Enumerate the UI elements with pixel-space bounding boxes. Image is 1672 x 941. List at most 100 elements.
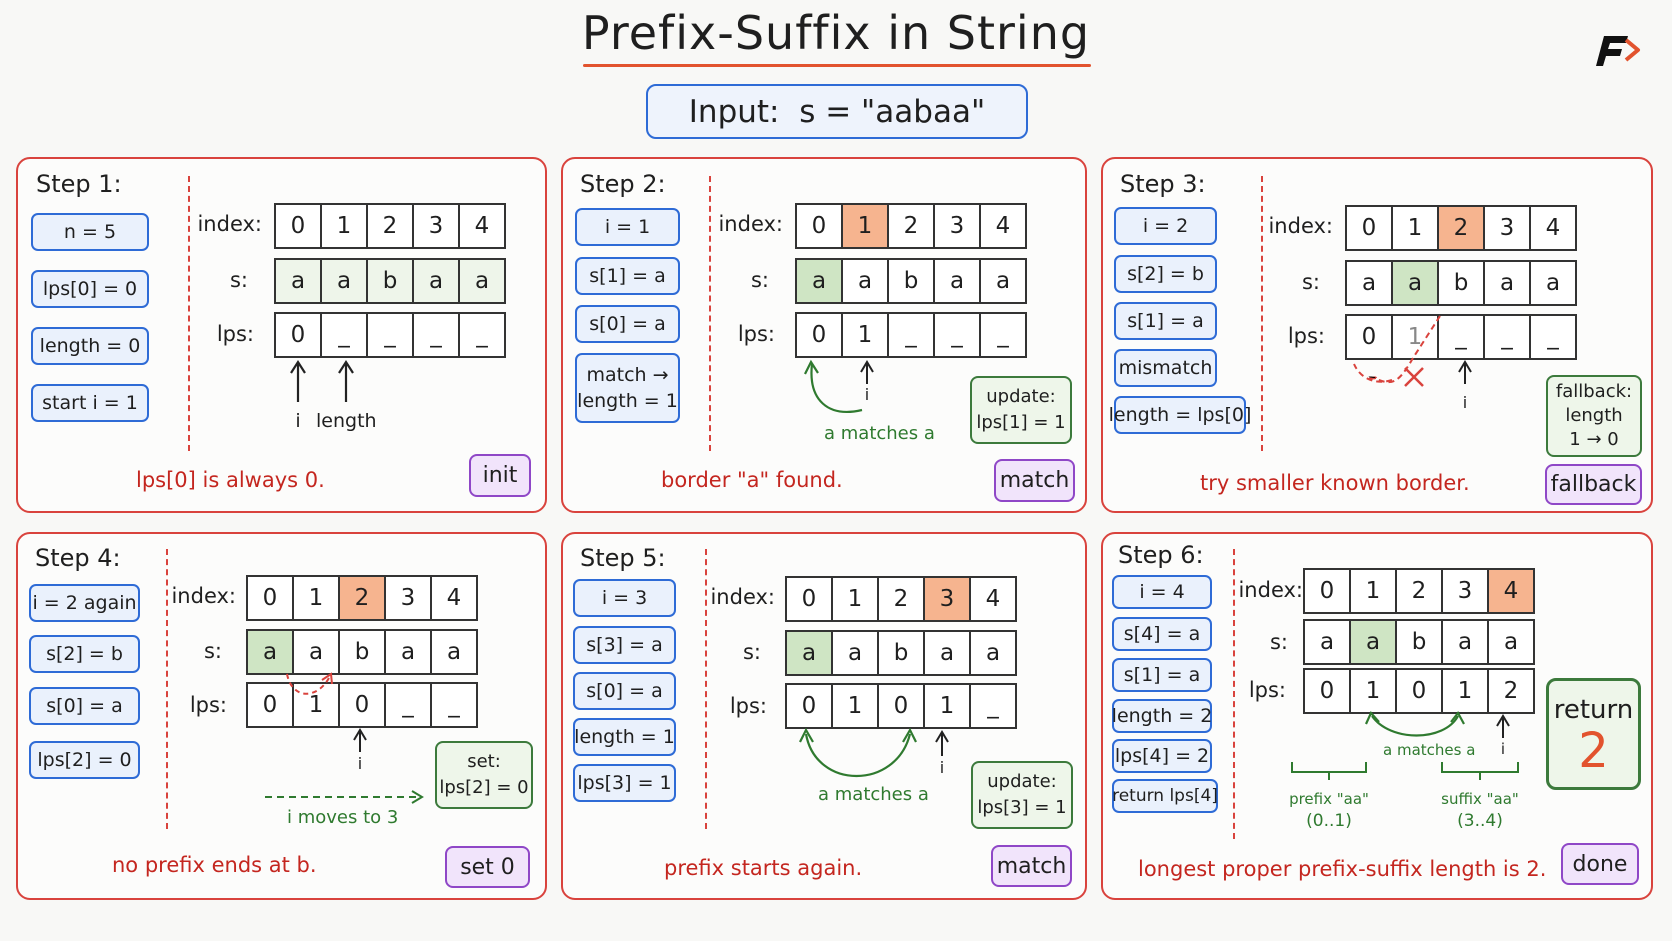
step-6-arrows xyxy=(1291,710,1519,780)
index-cell: 3 xyxy=(412,203,460,249)
lps-cell: 0 xyxy=(1395,668,1443,714)
lps-cell: _ xyxy=(969,683,1017,729)
step-6-title: Step 6: xyxy=(1118,541,1204,569)
index-cell-current: 2 xyxy=(1437,205,1485,251)
step-1-s-row: a a b a a xyxy=(274,258,506,304)
step-3-title: Step 3: xyxy=(1120,170,1206,198)
index-cell: 1 xyxy=(1349,568,1397,614)
index-cell: 0 xyxy=(1303,568,1351,614)
step-5-pointer-i: i xyxy=(939,758,945,777)
s-cell: a xyxy=(979,258,1027,304)
step-2-divider xyxy=(709,176,711,451)
s-cell: a xyxy=(384,629,432,675)
step-4-set-box: set: lps[2] = 0 xyxy=(435,741,533,809)
index-cell: 0 xyxy=(795,203,843,249)
step-1-tag: init xyxy=(469,454,531,497)
step-4-tag: set 0 xyxy=(445,846,530,888)
step-2-pointer-i: i xyxy=(864,385,870,404)
step-3-index-label: index: xyxy=(1268,214,1333,238)
step-6-suffix-text: suffix "aa" xyxy=(1441,790,1519,808)
step-3-var-length: length = lps[0] xyxy=(1109,396,1251,434)
step-3-var-s2: s[2] = b xyxy=(1114,255,1217,293)
step-1-caption: lps[0] is always 0. xyxy=(136,468,325,492)
step-1-pointer-length: length xyxy=(316,410,377,432)
step-6-lps-label: lps: xyxy=(1248,678,1286,702)
step-1-var-start: start i = 1 xyxy=(31,384,149,422)
lps-cell: 1 xyxy=(923,683,971,729)
lps-cell: 0 xyxy=(1345,314,1393,360)
step-6-prefix-label: prefix "aa" (0..1) xyxy=(1286,788,1372,832)
lps-cell: _ xyxy=(887,312,935,358)
step-5-update-line2: lps[3] = 1 xyxy=(977,797,1067,818)
step-2-update-line2: lps[1] = 1 xyxy=(976,412,1066,433)
index-cell: 4 xyxy=(430,575,478,621)
index-cell: 0 xyxy=(246,575,294,621)
step-1-title: Step 1: xyxy=(36,170,122,198)
step-4-lps-row: 0 1 0 _ _ xyxy=(246,682,478,728)
step-5-caption: prefix starts again. xyxy=(664,856,863,880)
step-2-lps-row: 0 1 _ _ _ xyxy=(795,312,1027,358)
step-2-index-label: index: xyxy=(718,212,783,236)
lps-cell: _ xyxy=(430,682,478,728)
lps-cell: _ xyxy=(458,312,506,358)
index-cell: 3 xyxy=(1483,205,1531,251)
lps-cell: 0 xyxy=(1303,668,1351,714)
s-cell: a xyxy=(412,258,460,304)
title-underline xyxy=(583,64,1091,67)
s-cell: a xyxy=(1483,260,1531,306)
step-6-var-s1: s[1] = a xyxy=(1112,658,1212,692)
s-cell: b xyxy=(887,258,935,304)
step-4-var-lps2: lps[2] = 0 xyxy=(29,741,140,779)
step-3-fallback-box: fallback: length 1 → 0 xyxy=(1546,375,1642,457)
step-2-match-arrows xyxy=(804,359,874,413)
index-cell-current: 3 xyxy=(923,576,971,622)
lps-cell: 1 xyxy=(841,312,889,358)
lps-cell: 0 xyxy=(338,682,386,728)
lps-cell: _ xyxy=(412,312,460,358)
step-3-tag: fallback xyxy=(1545,464,1642,505)
step-2-s-label: s: xyxy=(750,268,769,292)
step-5-s-row: a a b a a xyxy=(785,630,1017,676)
step-2-update-box: update: lps[1] = 1 xyxy=(970,376,1072,444)
lps-cell: _ xyxy=(384,682,432,728)
s-cell: b xyxy=(366,258,414,304)
s-cell: a xyxy=(923,630,971,676)
index-cell-current: 1 xyxy=(841,203,889,249)
step-5-var-length: length = 1 xyxy=(573,718,676,756)
s-cell: a xyxy=(430,629,478,675)
step-1-var-n: n = 5 xyxy=(31,213,149,251)
step-2-title: Step 2: xyxy=(580,170,666,198)
lps-cell: 0 xyxy=(246,682,294,728)
index-cell-current: 2 xyxy=(338,575,386,621)
lps-cell: 0 xyxy=(795,312,843,358)
step-4-s-label: s: xyxy=(203,639,222,663)
step-6-lps-row: 0 1 0 1 2 xyxy=(1303,668,1535,714)
s-cell: b xyxy=(338,629,386,675)
index-cell: 1 xyxy=(320,203,368,249)
step-2-s-row: a a b a a xyxy=(795,258,1027,304)
s-cell: a xyxy=(969,630,1017,676)
step-6-suffix-label: suffix "aa" (3..4) xyxy=(1436,788,1524,832)
s-cell-highlight: a xyxy=(1391,260,1439,306)
index-cell: 2 xyxy=(1395,568,1443,614)
step-1-var-lps0: lps[0] = 0 xyxy=(31,270,149,308)
step-1-divider xyxy=(188,176,190,451)
step-4-divider xyxy=(166,549,168,829)
step-4-caption: no prefix ends at b. xyxy=(112,853,317,877)
lps-cell: 0 xyxy=(877,683,925,729)
step-2-var-match: match → length = 1 xyxy=(575,353,680,423)
step-3-lps-row: 0 1 _ _ _ xyxy=(1345,314,1577,360)
step-1-index-row: 0 1 2 3 4 xyxy=(274,203,506,249)
lps-cell: _ xyxy=(320,312,368,358)
lps-cell: _ xyxy=(1483,314,1531,360)
step-6-prefix-text: prefix "aa" xyxy=(1289,790,1369,808)
step-4-pointer-i: i xyxy=(357,754,363,773)
s-cell: b xyxy=(1395,619,1443,665)
step-3-divider xyxy=(1261,176,1263,451)
step-5-var-s3: s[3] = a xyxy=(573,626,676,664)
step-4-lps-label: lps: xyxy=(189,693,227,717)
step-2-var-match-line2: length = 1 xyxy=(577,390,678,412)
s-cell: a xyxy=(1303,619,1351,665)
lps-cell: 1 xyxy=(292,682,340,728)
lps-cell: 1 xyxy=(1441,668,1489,714)
